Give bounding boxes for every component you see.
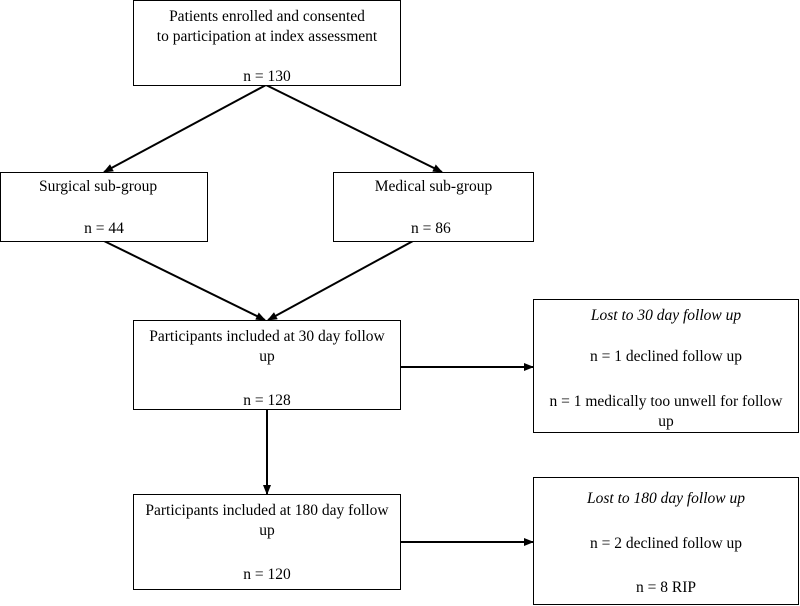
followup-30-count: n = 128 (243, 392, 291, 409)
arrow-surgical-to-30day (103, 240, 266, 321)
enrolled-line-1: Patients enrolled and consented (169, 8, 365, 25)
medical-label: Medical sub-group (374, 178, 493, 195)
lost-30-box: Lost to 30 day follow up n = 1 declined … (533, 299, 799, 433)
medical-subgroup-box: Medical sub-group n = 86 (333, 172, 534, 242)
followup-180-line-2: up (259, 522, 275, 539)
arrow-medical-to-30day (267, 240, 414, 321)
followup-180-line-1: Participants included at 180 day follow (145, 502, 389, 519)
lost-180-title: Lost to 180 day follow up (586, 490, 746, 507)
lost-30-title: Lost to 30 day follow up (590, 307, 742, 324)
enrolled-count: n = 130 (243, 68, 291, 85)
enrolled-line-2: to participation at index assessment (156, 28, 378, 45)
lost-30-item-2-line-2: up (658, 413, 674, 430)
lost-30-item-2-line-1: n = 1 medically too unwell for follow (549, 393, 783, 410)
surgical-subgroup-box: Surgical sub-group n = 44 (0, 172, 208, 242)
lost-30-item-1: n = 1 declined follow up (589, 348, 743, 365)
followup-30-box: Participants included at 30 day follow u… (133, 320, 401, 410)
lost-180-box: Lost to 180 day follow up n = 2 declined… (533, 477, 799, 605)
arrow-enrolled-to-medical (265, 84, 443, 173)
enrolled-box: Patients enrolled and consented to parti… (133, 0, 401, 86)
followup-30-line-2: up (259, 348, 275, 365)
arrow-enrolled-to-surgical (103, 84, 267, 173)
lost-180-item-2: n = 8 RIP (636, 579, 696, 596)
lost-180-item-1: n = 2 declined follow up (589, 535, 743, 552)
surgical-count: n = 44 (84, 220, 124, 237)
followup-180-count: n = 120 (243, 566, 291, 583)
followup-30-line-1: Participants included at 30 day follow (149, 328, 385, 345)
followup-180-box: Participants included at 180 day follow … (133, 494, 401, 590)
surgical-label: Surgical sub-group (39, 178, 158, 195)
medical-count: n = 86 (411, 220, 451, 237)
